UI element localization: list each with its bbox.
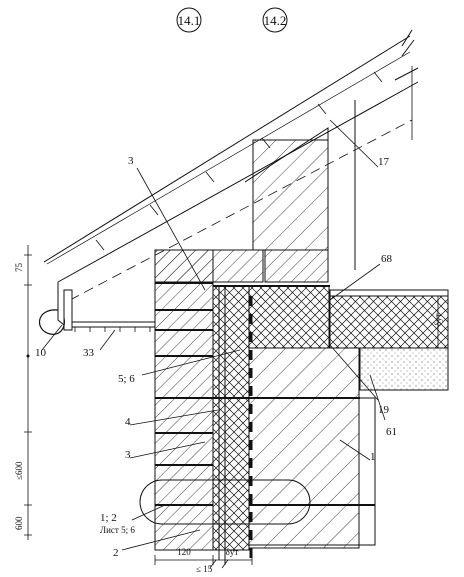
- callout-10: 10: [35, 347, 47, 359]
- dim-15: ≤ 15: [196, 564, 213, 574]
- callout-3-low: 3: [125, 449, 131, 461]
- callout-68: 68: [381, 253, 393, 265]
- callout-61: 61: [386, 426, 397, 438]
- callout-19: 19: [378, 404, 390, 416]
- dim-600-b: 600: [14, 516, 24, 530]
- attic-masonry-block: [252, 139, 329, 251]
- dim-delta-wall: δут: [226, 547, 239, 557]
- dim-600-a: ≤600: [14, 461, 24, 480]
- gutter-hook: [39, 309, 65, 335]
- dim-bottom: 120 δут ≤ 15: [154, 547, 253, 574]
- highlight-ellipse: [139, 479, 311, 525]
- insulation-layer: [212, 285, 250, 551]
- rafter: [354, 66, 419, 270]
- dim-120: 120: [177, 547, 191, 557]
- callout-4: 4: [125, 416, 131, 428]
- section-mark-14-2-label: 14.2: [264, 13, 287, 28]
- callout-1: 1: [370, 451, 376, 463]
- callout-17: 17: [378, 156, 390, 168]
- dim-delta-floor: δут: [433, 313, 443, 326]
- section-mark-14-2: 14.2: [262, 7, 288, 33]
- dim-insulation-right: δут: [433, 295, 443, 349]
- dim-left-vertical: 75 ≤600 600: [14, 245, 32, 540]
- section-mark-14-1: 14.1: [176, 7, 202, 33]
- callout-2: 2: [113, 547, 119, 559]
- dim-75: 75: [14, 263, 24, 273]
- leader-lines: [41, 119, 386, 551]
- callout-33: 33: [83, 347, 95, 359]
- callout-3-top: 3: [128, 155, 134, 167]
- callout-1-2: 1; 2: [100, 512, 117, 524]
- cap-bricks: [154, 249, 330, 287]
- inner-wall: [248, 285, 376, 549]
- sheet-reference: Лист 5; 6: [100, 525, 135, 535]
- section-mark-14-1-label: 14.1: [178, 13, 201, 28]
- floor-insulation: [329, 289, 449, 391]
- roof-slope: [43, 29, 419, 331]
- callout-5-6: 5; 6: [118, 373, 135, 385]
